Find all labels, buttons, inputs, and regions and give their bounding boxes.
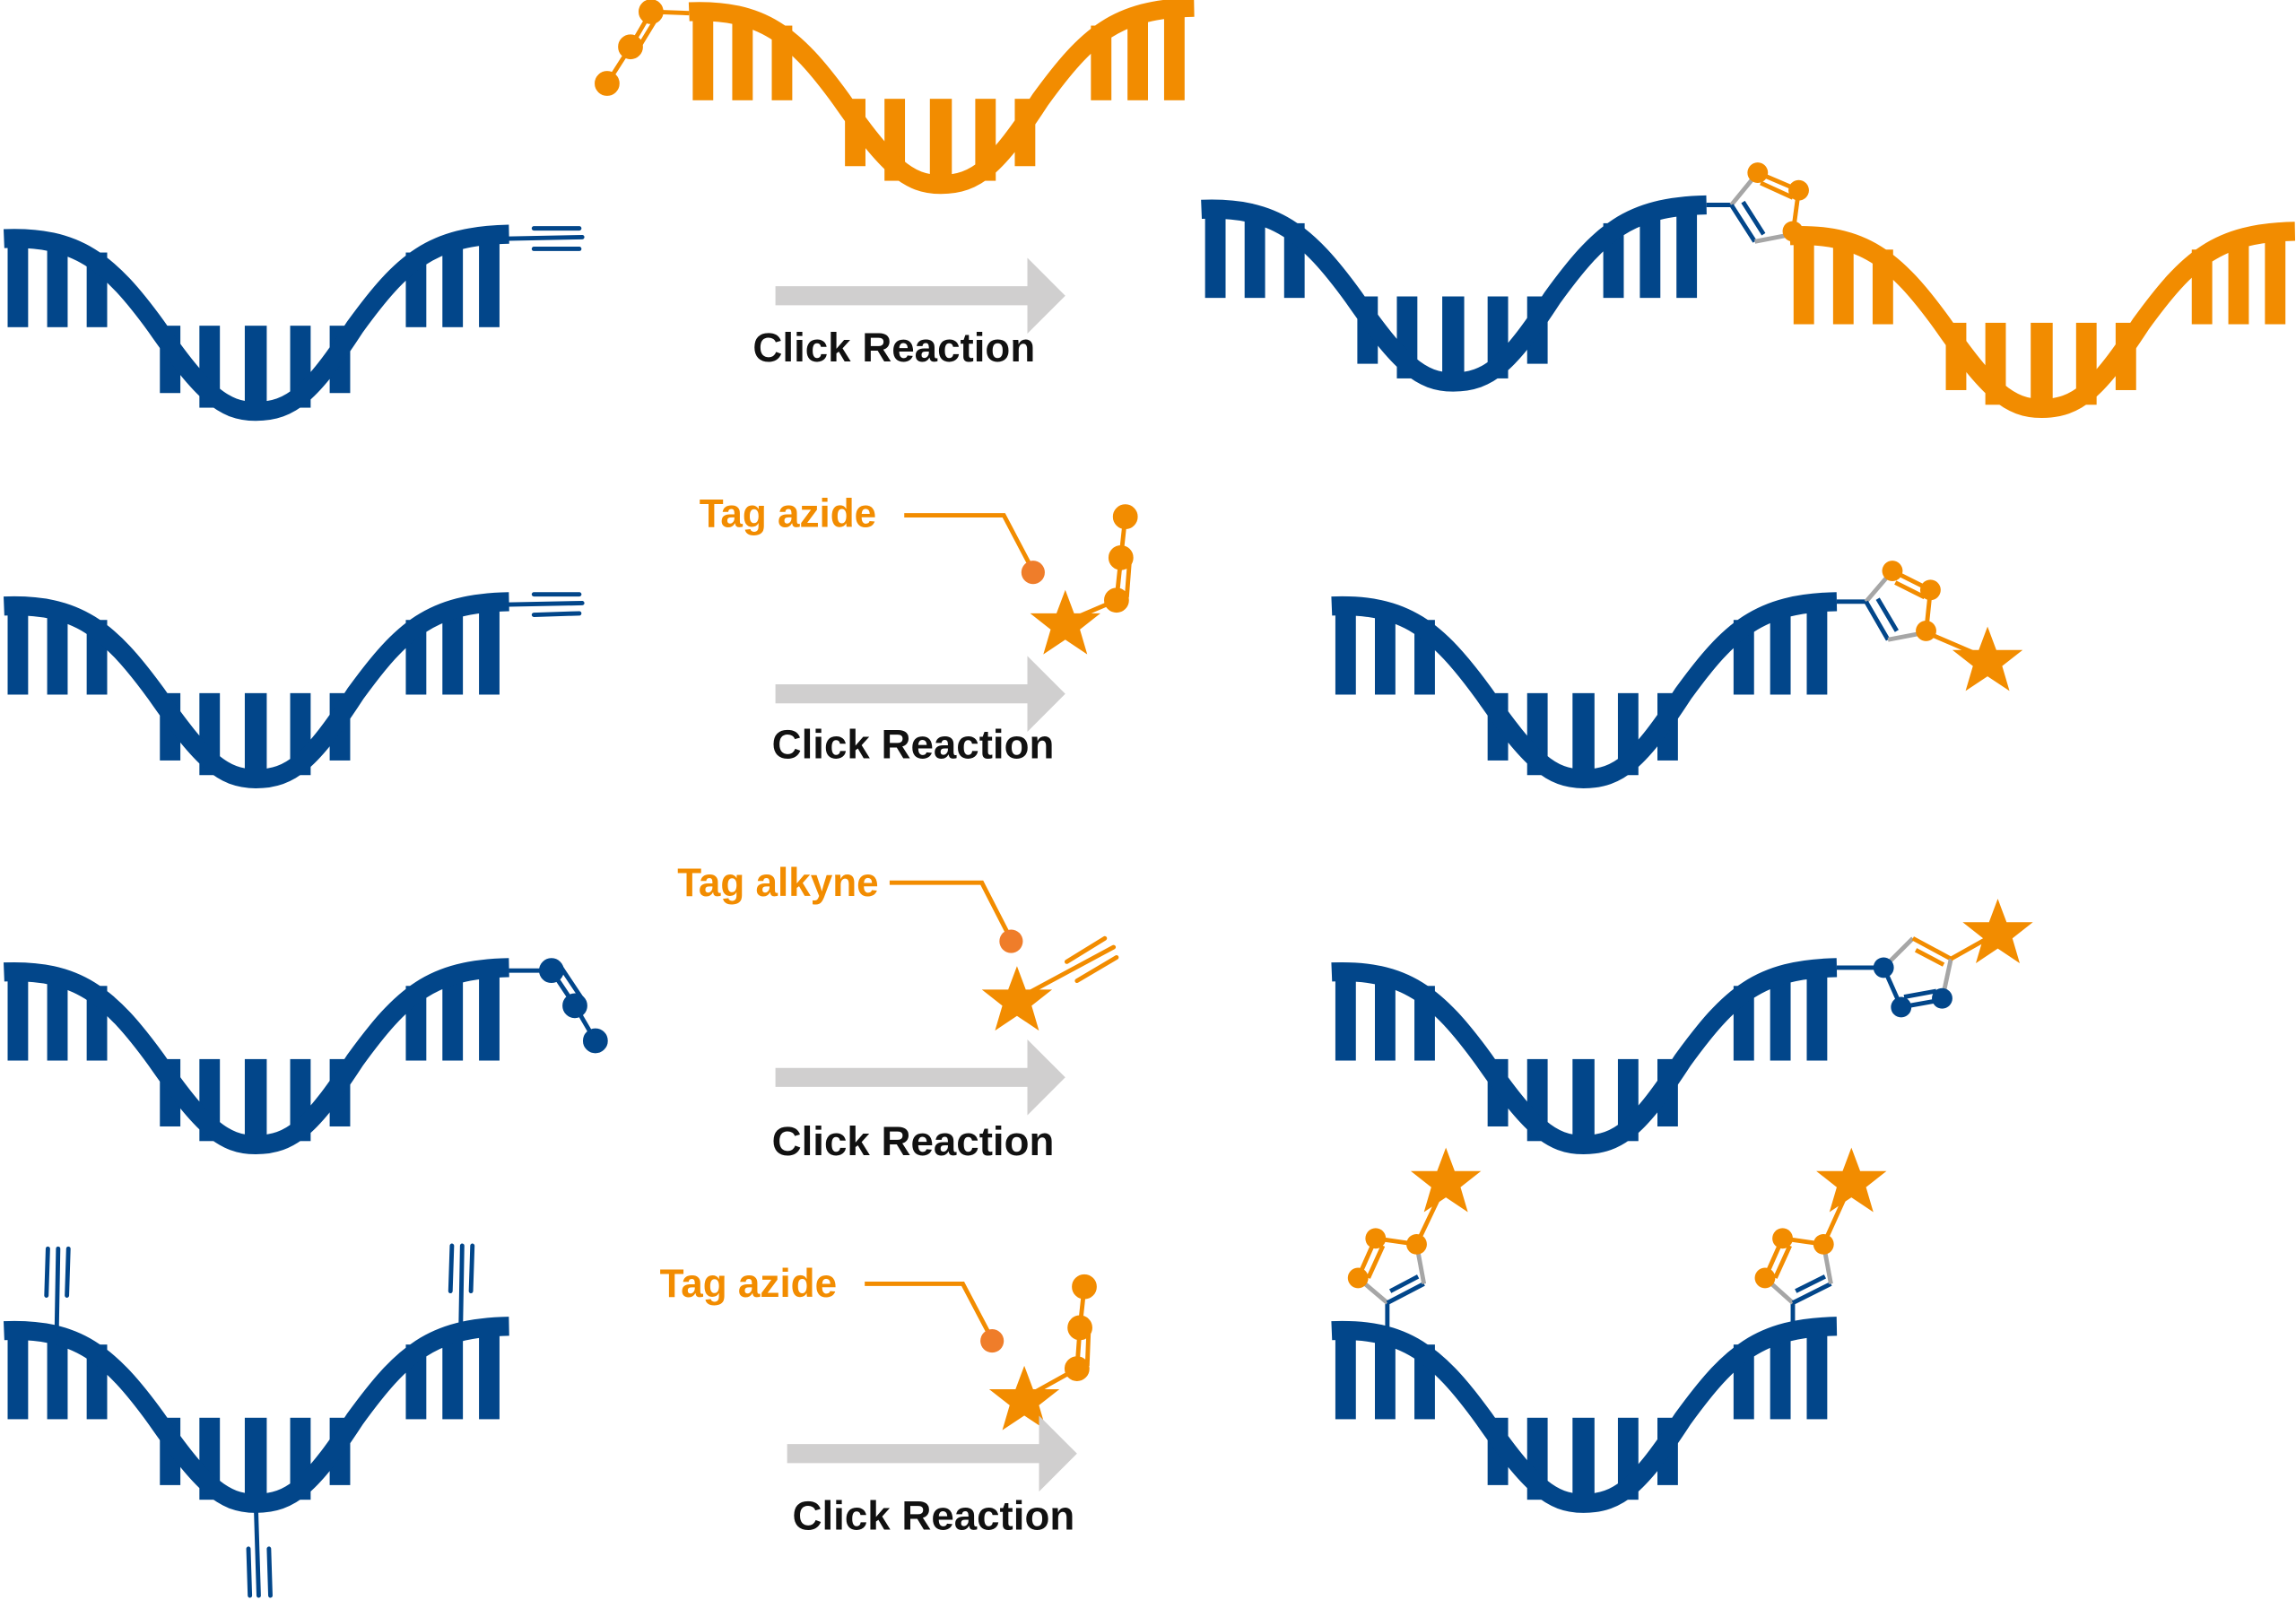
azide-group	[595, 0, 690, 96]
triazole-tag-left	[1347, 1147, 1482, 1333]
product-strand-blue	[1332, 968, 1837, 1144]
tag-azide-molecule	[1030, 504, 1138, 655]
tag-alkyne-molecule	[981, 935, 1119, 1031]
leader-line	[865, 1281, 995, 1341]
star-tag-icon	[1410, 1147, 1482, 1213]
row-2: Tag azide Click Reaction	[4, 492, 2023, 779]
reaction-label: Click Reaction	[792, 1493, 1074, 1539]
tag-label: Tag azide	[700, 492, 876, 536]
dna-strand-blue	[4, 234, 509, 411]
tag-bullet	[1021, 561, 1045, 585]
triazole-tag-right	[1754, 1147, 1887, 1333]
reaction-label: Click Reaction	[752, 325, 1035, 370]
tag-label: Tag azide	[660, 1262, 837, 1306]
product-strand-blue	[1332, 1326, 1837, 1503]
triazole-tag	[1836, 899, 2033, 1018]
leader-line	[904, 513, 1036, 572]
dna-strand-blue	[4, 968, 509, 1144]
reaction-label: Click Reaction	[772, 1118, 1055, 1164]
tag-bullet	[980, 1329, 1004, 1353]
star-tag-icon	[988, 1365, 1060, 1430]
azide-group	[509, 958, 608, 1054]
star-tag-icon	[981, 966, 1053, 1031]
leader-line	[889, 880, 1013, 941]
dna-strand-blue	[4, 1326, 509, 1503]
alkyne-group	[507, 226, 585, 251]
star-tag-icon	[1952, 626, 2023, 691]
product-strand-blue	[1202, 205, 1707, 382]
tag-azide-molecule	[988, 1274, 1097, 1430]
dna-strand-orange	[689, 7, 1194, 184]
dna-strand-blue	[4, 602, 509, 778]
reaction-label: Click Reaction	[772, 721, 1055, 767]
tag-label: Tag alkyne	[677, 861, 878, 905]
star-tag-icon	[1962, 899, 2033, 963]
star-tag-icon	[1816, 1147, 1887, 1213]
row-1: Click Reaction	[4, 0, 2295, 412]
star-tag-icon	[1030, 589, 1100, 655]
triazole-tag	[1836, 561, 2023, 691]
product-strand-blue	[1332, 602, 1837, 778]
alkyne-group	[507, 592, 585, 617]
product-strand-orange	[1790, 231, 2295, 408]
alkyne-groups	[44, 1243, 475, 1598]
row-4: Tag azide Click Reaction	[4, 1147, 1887, 1598]
tag-bullet	[999, 929, 1023, 953]
row-3: Tag alkyne Click Reaction	[4, 861, 2033, 1164]
triazole-link	[1706, 162, 1809, 244]
